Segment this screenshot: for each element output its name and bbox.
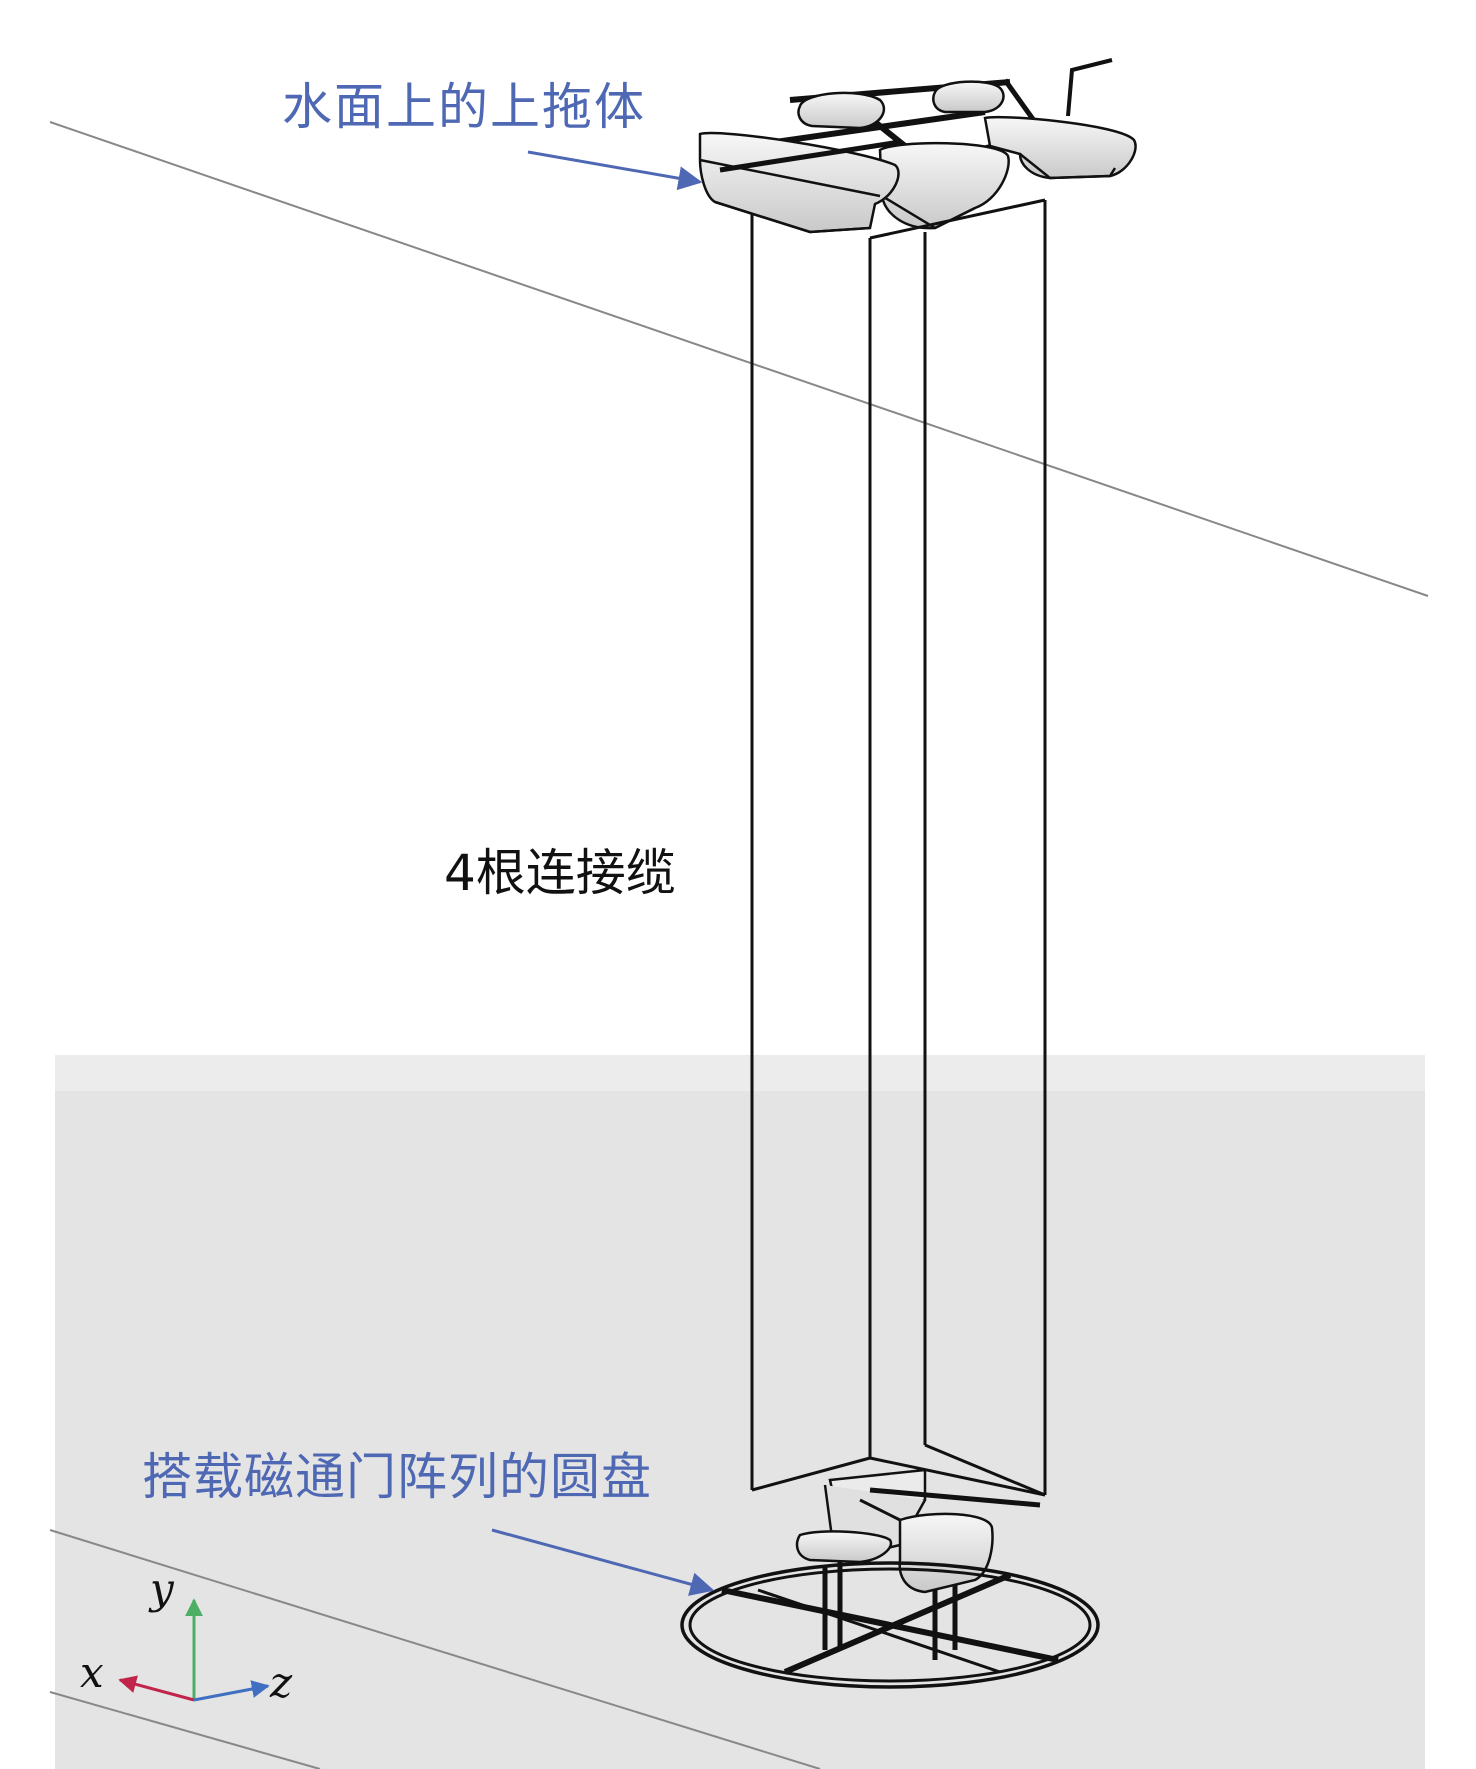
label-connecting-cables: 4根连接缆 bbox=[444, 844, 676, 902]
label-upper-tow-body: 水面上的上拖体 bbox=[282, 78, 646, 136]
seabed-band bbox=[55, 1055, 1425, 1769]
label-fluxgate-disc: 搭载磁通门阵列的圆盘 bbox=[142, 1448, 652, 1506]
seabed-line-1 bbox=[49, 1529, 821, 1769]
arrow-to-upper-body bbox=[527, 150, 703, 191]
arrow-to-disc bbox=[491, 1528, 715, 1596]
connecting-cables bbox=[750, 198, 1047, 1497]
z-axis-label: z bbox=[270, 1658, 293, 1707]
water-surface-line bbox=[49, 121, 1429, 597]
seabed-haze bbox=[55, 1055, 1425, 1091]
coordinate-axes bbox=[118, 1598, 270, 1702]
fluxgate-disc bbox=[680, 1468, 1100, 1689]
seabed-line-2 bbox=[49, 1691, 321, 1769]
x-axis-label: x bbox=[80, 1648, 104, 1697]
z-axis-arrow bbox=[193, 1680, 270, 1702]
y-axis-label: y bbox=[150, 1564, 174, 1613]
upper-tow-body bbox=[698, 58, 1137, 234]
x-axis-arrow bbox=[118, 1675, 195, 1702]
